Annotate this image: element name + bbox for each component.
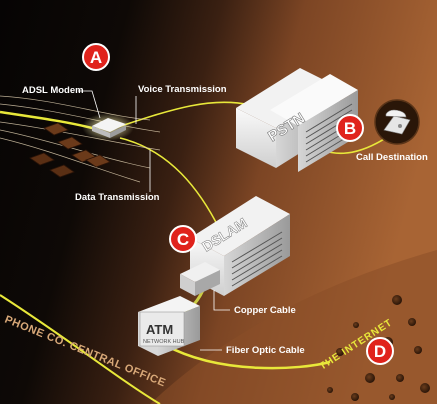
copper-leader: [213, 290, 230, 311]
badge-c: C: [169, 225, 197, 253]
label-data-transmission: Data Transmission: [75, 192, 160, 203]
pstn-vents: [305, 103, 353, 163]
data-line: [119, 137, 221, 231]
badge-b: B: [336, 114, 364, 142]
badge-d-letter: D: [374, 342, 386, 361]
internet-dots: [327, 295, 430, 401]
badge-c-letter: C: [177, 230, 189, 249]
pstn-equipment: PSTN: [236, 68, 358, 172]
voice-line: [114, 101, 251, 129]
dslam-vents: [231, 231, 283, 287]
office-line: [0, 294, 161, 404]
label-voice-transmission: Voice Transmission: [138, 84, 227, 95]
label-copper-cable: Copper Cable: [234, 305, 296, 316]
badge-a-letter: A: [90, 48, 102, 67]
dslam-equipment: DSLAM: [180, 196, 290, 296]
atm-hub: ATM NETWORK HUB: [138, 296, 200, 356]
connector-jacks: [29, 122, 111, 178]
badge-a: A: [82, 43, 110, 71]
wire-bundle: [0, 95, 161, 183]
badge-b-letter: B: [344, 119, 356, 138]
phone-icon: [374, 99, 420, 145]
leader-lines: [78, 90, 230, 351]
atm-label: ATM: [146, 322, 173, 337]
adsl-modem: [82, 113, 134, 141]
label-call-destination: Call Destination: [356, 152, 428, 163]
label-adsl-modem: ADSL Modem: [22, 85, 84, 96]
fiber-line: [164, 343, 331, 370]
atm-sublabel: NETWORK HUB: [143, 339, 185, 345]
badge-d: D: [366, 337, 394, 365]
label-fiber-optic-cable: Fiber Optic Cable: [226, 345, 305, 356]
adsl-leader: [78, 90, 101, 119]
background-band: [150, 250, 437, 404]
